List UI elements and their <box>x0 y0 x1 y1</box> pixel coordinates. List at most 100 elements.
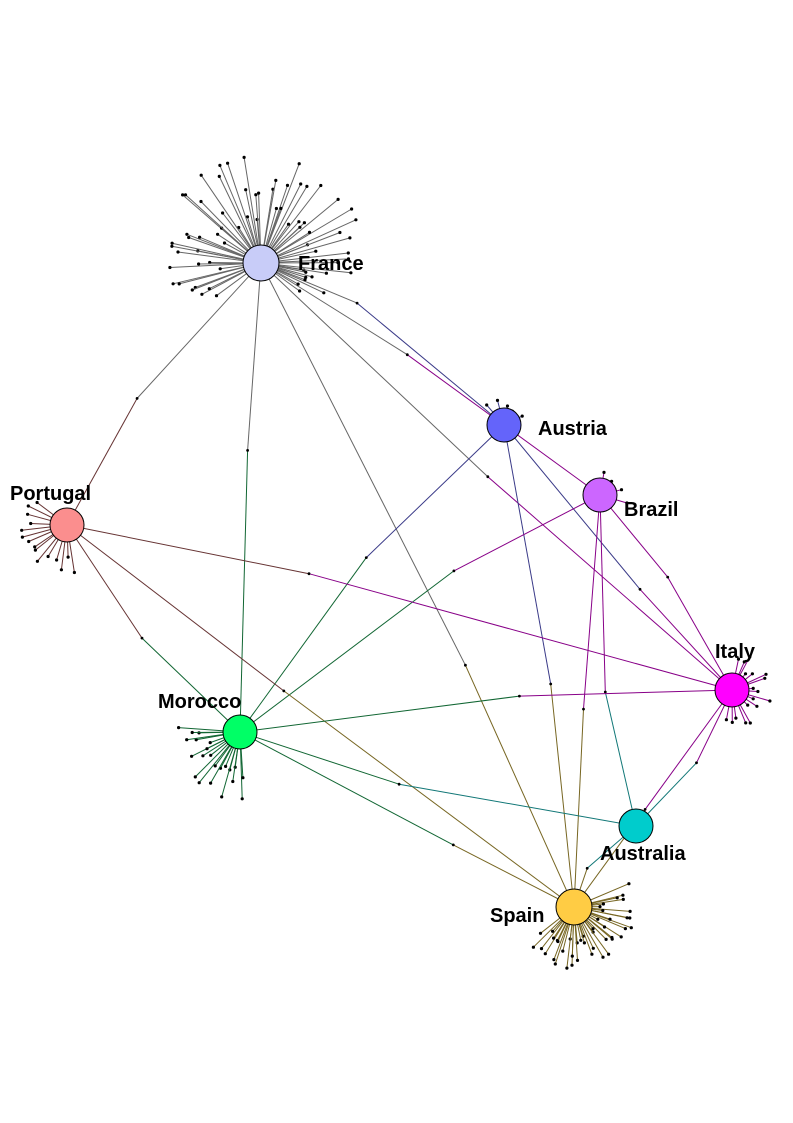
italy-leaf-node <box>763 676 767 680</box>
france-leaf-node <box>348 236 352 240</box>
node-brazil[interactable] <box>582 477 618 513</box>
link-morocco-australia <box>399 783 637 827</box>
link-midpoint-italy-australia <box>695 761 698 765</box>
link-brazil-italy <box>667 576 733 691</box>
link-brazil-italy <box>599 494 669 578</box>
france-leaf-node <box>222 241 227 245</box>
italy-leaf-node <box>748 655 752 659</box>
portugal-leaf-node <box>72 570 76 575</box>
france-leaf-node <box>346 251 350 255</box>
morocco-leaf-node <box>190 730 194 735</box>
austria-leaf-node <box>485 403 489 407</box>
link-austria-italy <box>639 588 733 691</box>
france-leaf-node <box>279 206 283 210</box>
france-leaf-node <box>304 270 308 274</box>
france-leaf-node <box>338 230 342 235</box>
morocco-leaf-node <box>209 753 213 757</box>
morocco-leaf-node <box>197 781 201 785</box>
node-morocco[interactable] <box>222 714 258 750</box>
italy-leaf-node <box>764 672 768 676</box>
portugal-leaf-node <box>59 568 64 572</box>
link-france-spain <box>260 262 466 666</box>
italy-leaf-node <box>750 672 755 676</box>
node-australia[interactable] <box>618 808 654 844</box>
link-france-italy <box>260 262 489 478</box>
france-leaf-node <box>354 218 358 222</box>
link-portugal-italy <box>66 524 310 575</box>
link-brazil-spain <box>583 494 601 710</box>
nodes-layer <box>49 244 750 926</box>
node-spain[interactable] <box>555 888 593 926</box>
france-leaf-node <box>221 211 225 215</box>
spain-leaf-node <box>623 927 628 931</box>
node-austria[interactable] <box>486 407 522 443</box>
portugal-leaf-node <box>27 539 31 544</box>
link-brazil-morocco <box>239 570 455 733</box>
label-portugal: Portugal <box>10 483 91 505</box>
link-midpoint-austria-spain <box>549 682 553 686</box>
france-leaf-node <box>177 282 181 286</box>
spain-leaf-node <box>610 935 614 940</box>
spain-leaf-node <box>601 902 606 906</box>
brazil-leaf-node <box>602 470 606 474</box>
link-france-italy <box>487 476 733 691</box>
spain-leaf-node <box>602 925 607 929</box>
france-leaf-node <box>218 267 222 271</box>
link-midpoint-france-morocco <box>246 449 250 452</box>
italy-leaf-node <box>743 672 748 676</box>
spain-leaf-node <box>575 958 580 963</box>
portugal-leaf-node <box>29 521 33 526</box>
link-brazil-morocco <box>453 494 601 572</box>
link-morocco-italy <box>239 695 520 733</box>
france-leaf-node <box>350 207 354 211</box>
spain-leaf-node <box>552 936 556 940</box>
france-leaf-node <box>176 250 180 254</box>
link-midpoint-portugal-spain <box>282 689 286 693</box>
italy-leaf-node <box>734 716 738 720</box>
france-leaf-node <box>303 278 307 282</box>
italy-leaf-node <box>768 699 772 703</box>
italy-leaf-node <box>746 703 750 707</box>
france-leaf-node <box>242 155 246 159</box>
link-portugal-spain <box>66 524 285 692</box>
france-leaf-node <box>310 275 314 279</box>
france-leaf-node <box>214 294 219 298</box>
italy-leaf-node <box>736 657 741 661</box>
link-brazil-australia <box>604 691 637 827</box>
morocco-leaf-node <box>209 781 213 785</box>
spain-leaf-node <box>615 896 619 900</box>
node-italy[interactable] <box>714 672 750 708</box>
link-midpoint-morocco-australia <box>397 782 401 786</box>
spain-leaf-node <box>628 909 632 914</box>
france-leaf-node <box>297 220 301 224</box>
node-portugal[interactable] <box>49 507 85 543</box>
france-leaf-node <box>314 249 318 253</box>
france-leaf-node <box>298 225 302 229</box>
link-france-morocco <box>239 450 249 733</box>
morocco-leaf-node <box>240 797 244 801</box>
france-leaf-node <box>183 193 188 197</box>
link-france-morocco <box>247 262 262 451</box>
link-midpoint-austria-italy <box>638 587 642 591</box>
link-portugal-italy <box>308 573 733 691</box>
spain-leaf-node <box>621 897 625 902</box>
spain-leaf-node <box>538 931 543 935</box>
link-midpoint-france-portugal <box>135 397 139 400</box>
france-leaf-node <box>305 184 309 188</box>
france-leaf-node <box>216 232 220 236</box>
link-france-portugal <box>136 262 262 399</box>
link-portugal-spain <box>283 690 575 908</box>
link-austria-italy <box>503 424 641 590</box>
morocco-leaf-node <box>224 764 228 769</box>
link-midpoint-morocco-italy <box>518 694 521 698</box>
link-france-austria <box>356 302 505 426</box>
france-leaf-node <box>286 222 291 226</box>
node-france[interactable] <box>242 244 280 282</box>
spain-leaf-node <box>561 949 565 953</box>
link-france-brazil <box>260 262 408 356</box>
france-leaf-node <box>244 188 248 192</box>
link-midpoint-france-brazil <box>405 353 409 357</box>
link-brazil-spain <box>573 709 584 908</box>
france-leaf-node <box>336 197 340 201</box>
spain-leaf-node <box>591 946 595 950</box>
